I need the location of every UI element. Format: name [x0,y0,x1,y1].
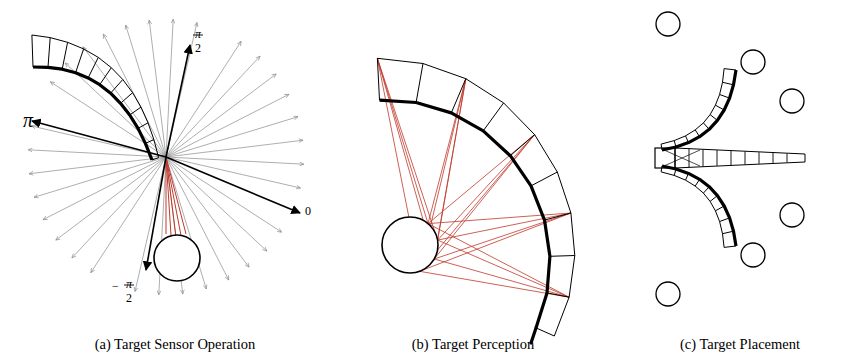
sensor-ray [43,157,166,220]
sensor-ray [166,19,173,157]
perception-lines [166,58,571,297]
arm-segment [703,149,704,166]
subfigure-caption: (a) Target Sensor Operation [95,337,256,352]
perception-line [428,213,571,224]
sensor-ray [166,41,241,157]
target-circle [741,243,765,267]
arm-segment [773,153,774,163]
base-block [655,148,675,168]
arm-segment [100,68,112,85]
arm-segment [48,38,50,68]
arm-outline [661,69,724,145]
arm-segment [723,231,734,234]
sensor-ray [166,56,260,157]
arm-backbone [662,166,736,246]
arm-segment [759,152,760,164]
axis-label: − [112,280,119,292]
sensor-ray [149,20,166,157]
target-circle [382,217,438,273]
arm-segment [111,80,123,94]
arm-segment [531,172,557,186]
sensor-ray [166,140,303,157]
sensor-rays [28,19,304,295]
arm-segment [689,149,690,168]
axis-half-pi [166,45,190,157]
arm-segment [723,82,734,85]
sensor-ray [29,157,166,174]
arm-segment [451,79,466,113]
sensor-ray [34,157,166,197]
target-circle [780,89,804,113]
arm-segment [724,69,736,70]
target-circle [656,282,680,306]
axis-pi [32,121,166,157]
sensor-ray [166,23,197,158]
arm-backbone [380,100,550,328]
robot-arms [32,35,805,343]
sensor-ray-hit [166,157,186,234]
arm-segment [545,213,571,220]
target-circle [656,12,680,36]
arm-segment [483,103,503,131]
sensor-ray [166,157,282,232]
sensor-ray [166,94,289,157]
sensor-ray [166,157,304,164]
target-circle [780,203,804,227]
axis-label: π [23,110,33,130]
arm-backbone [33,67,152,160]
arm-segment [32,35,33,67]
arm-outline [661,172,724,248]
arm-outline [377,58,574,336]
arm-segment [510,135,534,156]
sensor-ray-hit [166,157,176,237]
arm-segment [745,152,746,165]
arm-segment [377,58,379,100]
arm-segment [731,151,732,165]
arm-segment [717,150,718,166]
axis-label: 2 [195,42,201,54]
target-circle [741,50,765,74]
sensor-ray [72,157,166,258]
arm-outline [32,35,159,158]
subfigure-caption: (c) Target Placement [680,337,800,352]
perception-line [434,135,534,259]
perception-line [438,135,535,241]
sensor-ray [166,117,298,157]
arm-segment [547,293,569,297]
arm-segment [121,93,133,104]
arm-segment [416,64,423,103]
joint-line [664,150,700,166]
axis-label: 0 [305,205,311,217]
sensor-ray-hit [166,157,181,236]
angle-axes [32,35,300,285]
arm-backbone [662,70,736,150]
joint-line [664,150,700,166]
arm-segment [787,154,788,163]
axis-label: π [126,278,132,290]
perception-line [434,79,466,259]
perception-line [428,135,535,224]
axis-zero [166,157,300,213]
arm-segment [724,246,736,247]
target-circle [154,235,200,281]
arm-segment [550,255,575,257]
axis-label: π [195,28,201,40]
arm-segment [76,49,84,73]
perception-line [377,58,428,223]
perception-line [428,79,466,224]
arm-segment [130,107,141,115]
arm-segment [138,123,148,129]
perception-line [377,58,437,240]
targets [154,12,804,306]
axis-label: 2 [126,292,132,304]
subfigure-caption: (b) Target Perception [412,337,534,352]
straight-arm [675,148,805,168]
arm-segment [88,57,98,78]
arm-segment [536,328,554,336]
arm-segment [62,42,67,69]
